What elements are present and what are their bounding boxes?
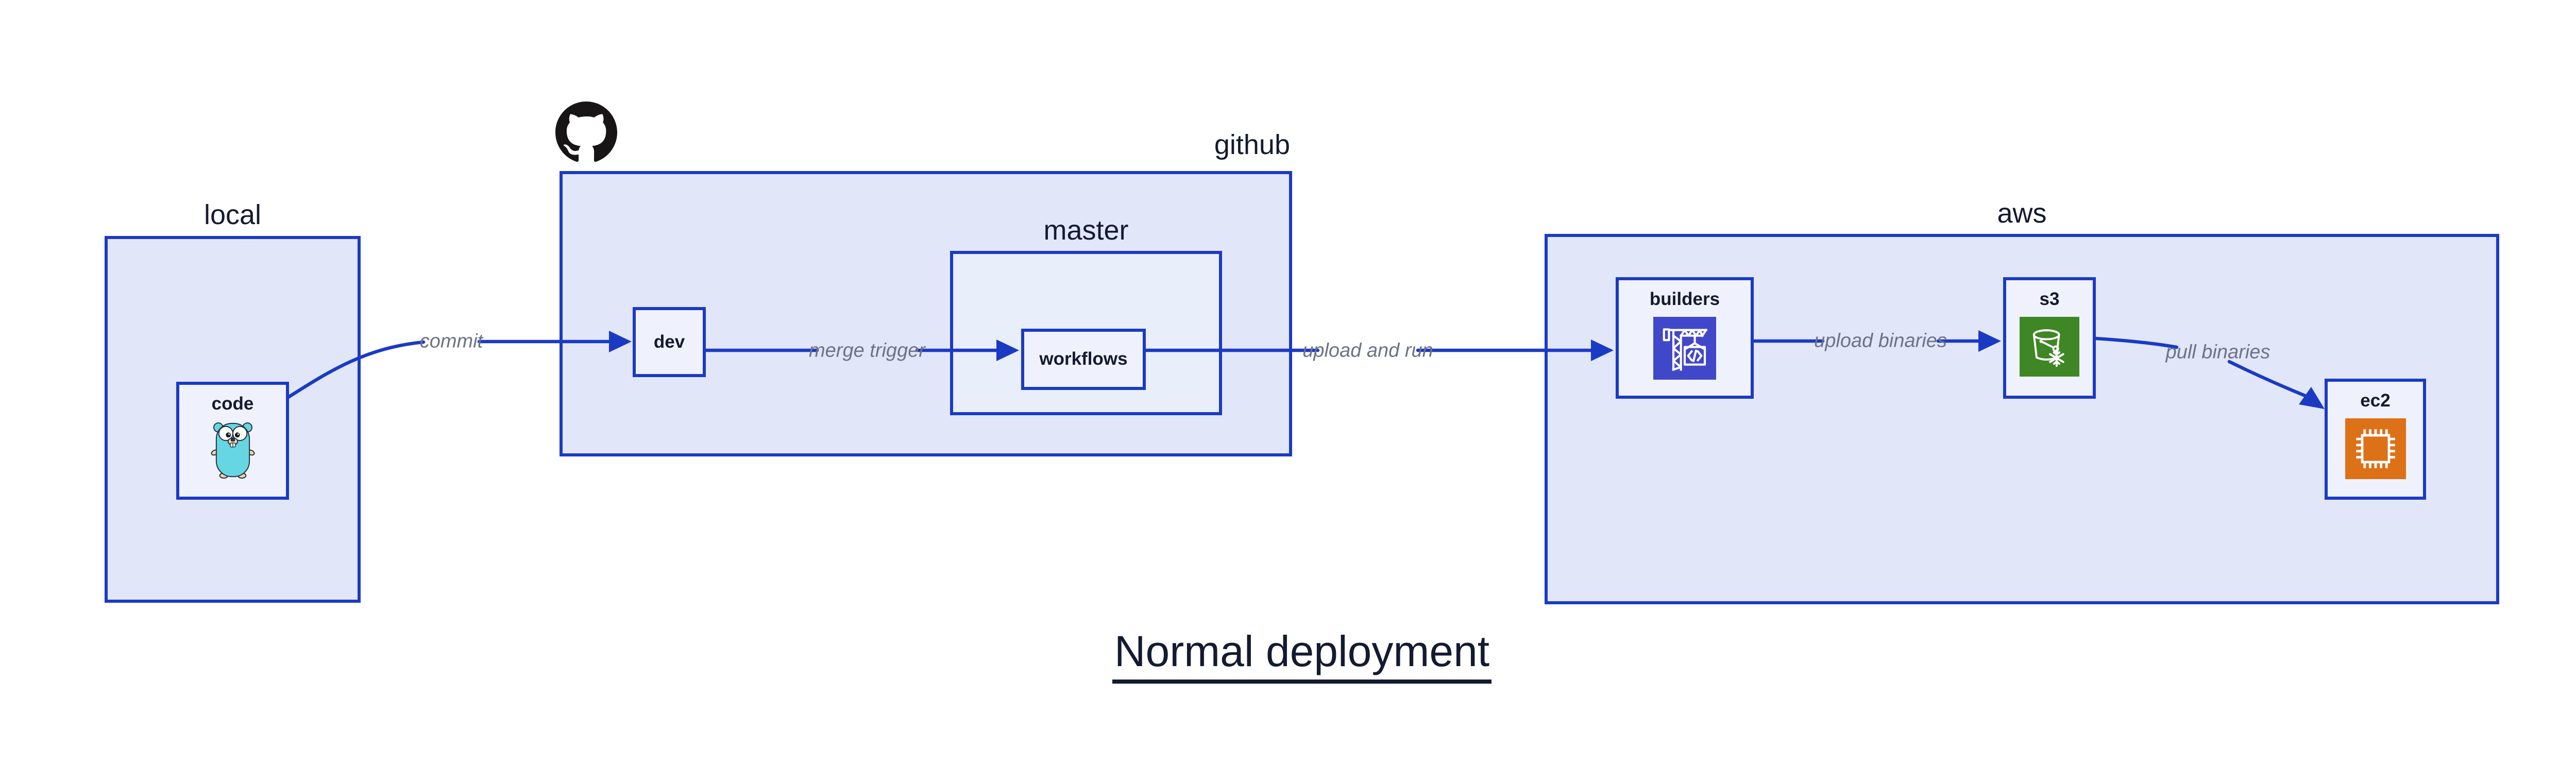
aws-label: aws [1997,198,2047,229]
go-gopher-icon [211,422,255,479]
workflows-node-label: workflows [1039,349,1128,369]
dev-node-label: dev [653,331,685,352]
github-octocat-icon [555,101,617,162]
node-s3: s3 [2003,277,2096,399]
edge-pull-binaries-curve-b [2227,360,2307,398]
github-label: github [1214,129,1290,160]
edge-pull-binaries-curve-a [2094,336,2179,349]
s3-node-label: s3 [2039,289,2060,309]
diagram-title-text: Normal deployment [1112,626,1492,684]
local-label: local [204,199,262,230]
edge-label-merge-trigger: merge trigger [809,339,925,362]
edge-label-upload-and-run: upload and run [1302,339,1433,362]
edge-merge-trigger-arrowhead [996,339,1019,361]
edge-label-commit: commit [419,330,483,352]
edge-commit-arrowhead [609,331,632,352]
node-builders: builders [1616,277,1754,399]
node-code: code [176,382,289,500]
builders-node-label: builders [1649,289,1720,309]
node-dev: dev [633,307,706,377]
edge-upload-binaries-arrowhead [1978,330,2001,352]
master-label: master [1043,215,1129,246]
edge-label-pull-binaries: pull binaries [2165,341,2270,363]
edge-commit-curve [285,340,426,400]
ec2-node-label: ec2 [2360,390,2391,411]
codebuild-crane-icon [1653,316,1716,380]
edge-label-upload-binaries: upload binaries [1814,330,1947,352]
node-workflows: workflows [1021,329,1146,390]
diagram-title: Normal deployment [0,626,2576,684]
edge-pull-binaries-arrowhead [2299,387,2325,409]
code-node-label: code [211,394,254,414]
s3-glacier-bucket-icon [2020,316,2079,377]
node-ec2: ec2 [2325,379,2426,500]
edge-upload-and-run-arrowhead [1591,339,1614,361]
ec2-chip-icon [2345,418,2406,479]
